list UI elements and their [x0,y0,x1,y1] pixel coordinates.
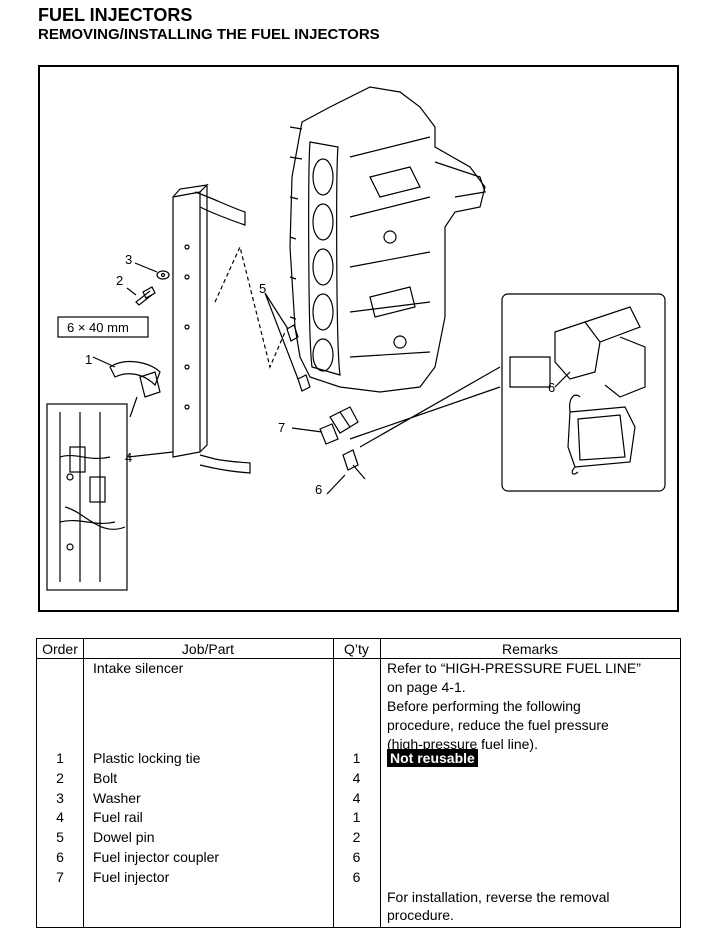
exploded-view-figure: 1 2 3 4 5 6 6 7 6 × 40 mm [38,65,679,612]
row-order: 4 [56,809,64,825]
callout-6: 6 [315,482,322,497]
callout-3: 3 [125,252,132,267]
row-qty: 2 [352,829,361,845]
row-qty: 4 [352,770,361,786]
row-order: 6 [56,849,64,865]
exploded-view-drawing: 1 2 3 4 5 6 6 7 6 × 40 mm [46,86,666,591]
callout-7: 7 [278,420,285,435]
parts-table: Order Job/Part Q’ty Remarks Intake silen… [36,638,681,928]
row-qty: 6 [352,849,361,865]
row-job: Plastic locking tie [93,750,201,766]
callout-4: 4 [125,450,132,465]
callout-1: 1 [85,352,92,367]
page-title: FUEL INJECTORS [38,5,193,25]
header-order: Order [42,641,78,657]
header-remarks: Remarks [501,641,558,657]
intro-remark-line: on page 4-1. [387,679,466,695]
intro-remark-line: procedure, reduce the fuel pressure [387,717,609,733]
row-job: Dowel pin [93,829,155,845]
intro-remark-line: Before performing the following [387,698,581,714]
row-job: Washer [93,790,141,806]
row-order: 3 [56,790,64,806]
row-order: 1 [56,750,64,766]
header-job-part: Job/Part [181,641,235,657]
intro-remark-line: Refer to “HIGH-PRESSURE FUEL LINE” [387,660,641,676]
column-divider [83,639,84,927]
row-order: 7 [56,869,64,885]
badge-text: Not reusable [387,749,478,767]
row-order: 5 [56,829,64,845]
bolt-spec-label: 6 × 40 mm [67,320,129,335]
row-job: Bolt [93,770,118,786]
callout-2: 2 [116,273,123,288]
row-qty: 4 [352,790,361,806]
header-qty: Q’ty [344,641,369,657]
row-qty: 1 [352,750,361,766]
row-job: Fuel rail [93,809,143,825]
row-job: Fuel injector [93,869,170,885]
not-reusable-badge: Not reusable [387,749,478,769]
footer-note-line: For installation, reverse the removal [387,889,610,905]
intro-job: Intake silencer [93,660,184,676]
row-qty: 6 [352,869,361,885]
column-divider [333,639,334,927]
callout-5: 5 [259,281,266,296]
row-qty: 1 [352,809,361,825]
row-order: 2 [56,770,64,786]
footer-note-line: procedure. [387,907,454,923]
callout-6-inset: 6 [548,380,555,395]
intro-remark-line: (high-pressure fuel line). [387,736,538,752]
column-divider [380,639,381,927]
row-job: Fuel injector coupler [93,849,220,865]
header-divider [37,658,680,659]
page-subtitle: REMOVING/INSTALLING THE FUEL INJECTORS [38,26,380,43]
